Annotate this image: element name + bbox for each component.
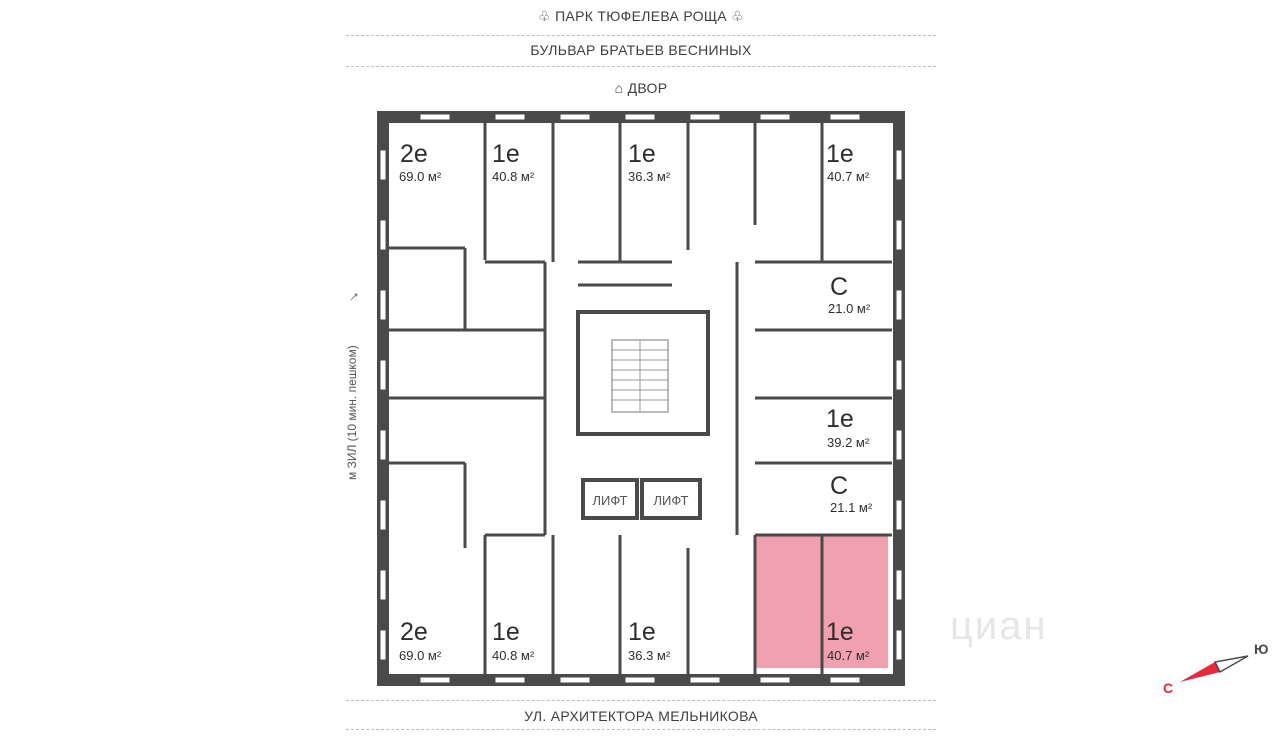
interior-walls [389,123,892,674]
divider [346,729,936,730]
apartment-area: 36.3 м² [628,169,671,184]
park-label: ♧ ПАРК ТЮФЕЛЕВА РОЩА ♧ [538,8,744,24]
lift-label: ЛИФТ [654,493,689,508]
apartment-type: 1е [628,618,656,646]
tree-icon: ♧ [726,8,744,24]
compass-south-label: Ю [1254,641,1268,657]
apartment-type: 1е [826,618,854,646]
apartment-area: 69.0 м² [399,648,442,663]
apartment-area: 21.0 м² [828,301,871,316]
compass: Ю С [1163,641,1268,696]
apartment-area: 40.7 м² [827,648,870,663]
apartment-area: 39.2 м² [827,435,870,450]
apartment-type: 2е [400,618,428,646]
compass-north-arrow [1180,662,1220,682]
apartment-type: 1е [628,140,656,168]
compass-south-arrow [1213,655,1249,674]
apartment-type: 2е [400,140,428,168]
apartment-type: 1е [826,405,854,433]
stair-steps [612,340,668,412]
yard-label: ⌂ ДВОР [614,80,668,96]
divider [346,700,936,701]
apartment-area: 69.0 м² [399,169,442,184]
apartment-area: 40.8 м² [492,648,535,663]
apartment-type: 1е [826,140,854,168]
divider [346,35,936,36]
apartment-type: 1е [492,140,520,168]
lift-shaft [640,478,702,520]
apartment-type: С [830,273,848,301]
playground-icon: ⌂ [614,80,628,96]
apartment-area: 36.3 м² [628,648,671,663]
street-label: УЛ. АРХИТЕКТОРА МЕЛЬНИКОВА [524,708,758,724]
boulevard-label: БУЛЬВАР БРАТЬЕВ ВЕСНИНЫХ [530,42,752,58]
watermark: циан [950,604,1048,648]
apartment-area: 40.7 м² [827,169,870,184]
tree-icon: ♧ [538,8,556,24]
lift-shaft [581,478,639,520]
lift-label: ЛИФТ [593,493,628,508]
apartment-area: 40.8 м² [492,169,535,184]
apartment-type: С [830,472,848,500]
divider [346,66,936,67]
apartment-type: 1е [492,618,520,646]
compass-north-label: С [1163,680,1173,696]
stair-core [576,310,710,436]
windows [379,113,903,684]
apartment-area: 21.1 м² [830,500,873,515]
